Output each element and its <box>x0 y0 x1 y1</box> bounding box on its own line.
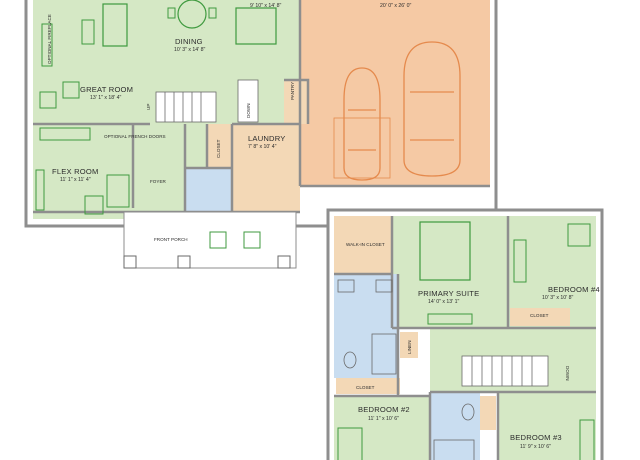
bedroom3-bed <box>579 419 595 460</box>
bedroom2-dimensions: 11' 1" x 10' 6" <box>368 416 399 422</box>
primary-dresser <box>427 313 473 325</box>
bedroom3-label: BEDROOM #3 <box>510 433 562 442</box>
flex-room-dimensions: 11' 1" x 11' 4" <box>60 177 91 183</box>
kitchen-island <box>235 7 277 45</box>
powder-bath-area <box>185 168 232 212</box>
car-right <box>403 41 461 177</box>
pantry-label: PANTRY <box>290 82 295 100</box>
porch-column <box>123 255 137 269</box>
closet-area <box>207 124 232 168</box>
linen-closet-area <box>400 332 418 358</box>
bedroom4-chair <box>567 223 591 247</box>
vanity-sink <box>337 279 355 293</box>
fireplace-label: OPTIONAL FIREPLACE <box>47 14 52 64</box>
stair-down-label: DOWN <box>246 103 251 118</box>
bedroom3-dimensions: 11' 9" x 10' 6" <box>520 444 551 450</box>
hall-bath-tub <box>433 439 475 460</box>
primary-suite-label: PRIMARY SUITE <box>418 289 479 298</box>
laundry-label: LAUNDRY <box>248 134 286 143</box>
walk-in-closet-area <box>334 216 392 274</box>
bath3-closet-area <box>480 396 496 430</box>
side-table <box>81 19 95 45</box>
hall-closet-area <box>336 378 400 394</box>
bedroom4-bed <box>513 239 527 283</box>
garage-workspace <box>333 117 391 179</box>
toilet <box>343 351 357 369</box>
first-floor-plan: 9' 10" x 14' 8" 20' 0" x 26' 0" DINING 1… <box>24 0 498 269</box>
sofa <box>102 3 128 47</box>
garage-area <box>300 0 490 186</box>
foyer-label: FOYER <box>150 179 167 184</box>
dining-label: DINING <box>175 37 203 46</box>
laundry-area <box>232 124 300 212</box>
vanity-sink <box>375 279 393 293</box>
primary-suite-dimensions: 14' 0" x 13' 1" <box>428 299 459 305</box>
dining-table <box>177 0 207 29</box>
primary-bed <box>419 221 471 281</box>
hall-bath-area <box>430 392 480 460</box>
foyer-area <box>133 124 185 212</box>
upper-stair-down-label: DOWN <box>565 366 570 381</box>
bedroom2-bed <box>337 427 363 460</box>
porch-chair <box>209 231 227 249</box>
fireplace <box>41 23 53 67</box>
great-room-label: GREAT ROOM <box>80 85 133 94</box>
shower <box>371 333 397 375</box>
bedroom4-closet-label: CLOSET <box>530 313 549 318</box>
primary-bath-area <box>334 274 398 378</box>
kitchen-dimensions: 9' 10" x 14' 8" <box>250 3 281 9</box>
second-floor-plan: WALK-IN CLOSET PRIMARY SUITE 14' 0" x 13… <box>326 208 604 460</box>
pantry-area <box>284 80 308 124</box>
flex-chair <box>84 195 104 215</box>
bedroom4-dimensions: 10' 3" x 10' 8" <box>542 295 573 301</box>
dining-dimensions: 10' 3" x 14' 8" <box>174 47 205 53</box>
desk <box>39 127 91 141</box>
flex-sofa <box>106 174 130 208</box>
porch-column <box>177 255 191 269</box>
bedroom2-label: BEDROOM #2 <box>358 405 410 414</box>
linen-label: LINEN <box>407 340 412 354</box>
stair-up-label: UP <box>146 104 151 110</box>
upper-stairs <box>461 355 549 387</box>
bedroom4-label: BEDROOM #4 <box>548 285 600 294</box>
dining-chair <box>208 7 217 19</box>
front-porch-label: FRONT PORCH <box>154 237 188 242</box>
garage-dimensions: 20' 0" x 26' 0" <box>380 3 411 9</box>
bedroom4-closet-area <box>510 308 570 326</box>
closet-label: CLOSET <box>216 139 221 158</box>
armchair <box>39 91 57 109</box>
primary-suite-area <box>392 216 508 328</box>
flex-shelf <box>35 169 45 211</box>
great-room-dimensions: 13' 1" x 18' 4" <box>90 95 121 101</box>
armchair <box>62 81 80 99</box>
porch-chair <box>243 231 261 249</box>
flex-room-label: FLEX ROOM <box>52 167 99 176</box>
porch-column <box>277 255 291 269</box>
dining-chair <box>167 7 176 19</box>
hall-bath-toilet <box>461 403 475 421</box>
walk-in-closet-label: WALK-IN CLOSET <box>346 242 385 247</box>
french-doors-label: OPTIONAL FRENCH DOORS <box>104 134 166 139</box>
hall-closet-label: CLOSET <box>356 385 375 390</box>
main-stairs <box>155 79 259 123</box>
laundry-dimensions: 7' 8" x 10' 4" <box>248 144 277 150</box>
